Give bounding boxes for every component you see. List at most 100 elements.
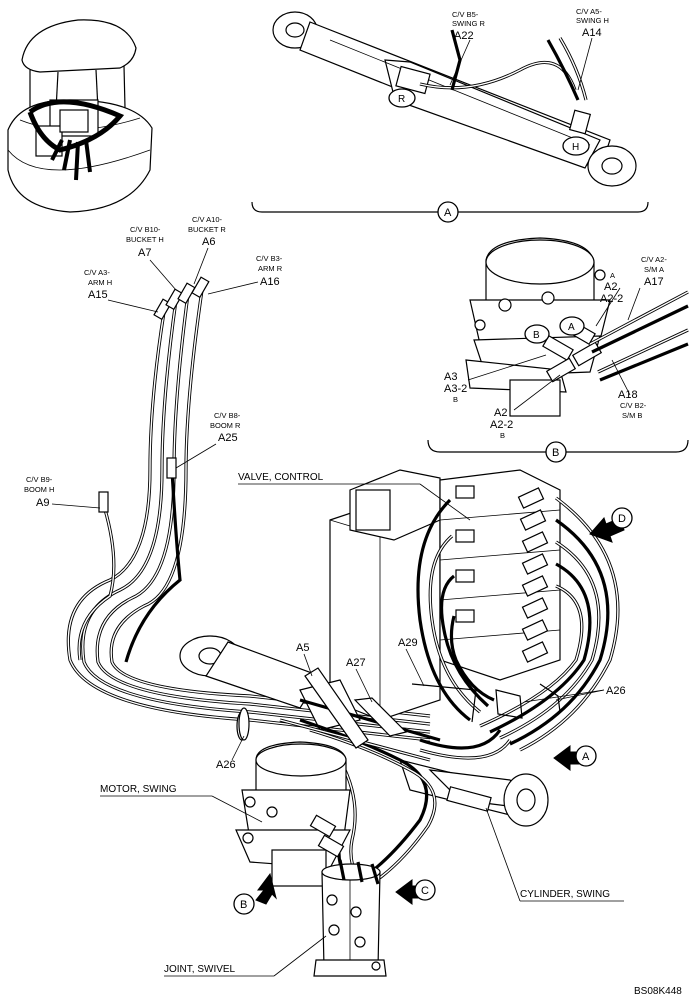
callout-a22-id: A22 — [454, 30, 474, 42]
port-b-marker — [524, 324, 550, 344]
view-c-label: C — [421, 885, 429, 897]
callout-a6: C/V A10- BUCKET R A6 — [188, 215, 226, 285]
callout-a7: C/V B10- BUCKET H A7 — [126, 225, 177, 291]
port-h-label: H — [572, 142, 579, 153]
valve-side-hoses — [416, 496, 620, 752]
view-d-marker — [611, 507, 633, 529]
callout-a16-line1: C/V B3- — [256, 254, 283, 263]
machine-overview — [7, 19, 153, 213]
callout-a15-line1: C/V A3- — [84, 268, 110, 277]
callout-a2-top-sub: A2-2 — [600, 293, 623, 305]
callout-a25-line1: C/V B8- — [214, 411, 241, 420]
callout-a25-id: A25 — [218, 432, 238, 444]
view-b-label: B — [552, 447, 559, 459]
port-r-label: R — [398, 94, 405, 105]
callout-a5: A5 — [296, 642, 313, 677]
callout-a9-line2: BOOM H — [24, 485, 54, 494]
callout-a22-line2: SWING R — [452, 19, 485, 28]
port-a-label: A — [568, 322, 575, 333]
port-b-label: B — [533, 330, 540, 341]
pipe-brackets — [304, 667, 561, 749]
port-r-marker — [388, 88, 416, 108]
valve-fittings — [455, 485, 549, 663]
callout-a6-id: A6 — [202, 236, 215, 248]
view-b-arrow: B — [233, 872, 277, 915]
callout-a22-line1: C/V B5- — [452, 10, 479, 19]
callout-a15-line2: ARM H — [88, 278, 112, 287]
swing-motor-main — [235, 741, 351, 887]
callout-a3: A3 A3-2 B — [444, 371, 467, 404]
callout-a18-line1: C/V B2- — [620, 401, 647, 410]
callout-a3-id: A3 — [444, 371, 457, 383]
motor-swing-text: MOTOR, SWING — [100, 784, 177, 795]
callout-a18-line2: S/M B — [622, 411, 642, 420]
view-b-bracket: B — [427, 439, 689, 463]
callout-a17-id: A17 — [644, 276, 664, 288]
cylinder-swing-text: CYLINDER, SWING — [520, 889, 610, 900]
callout-a25-line2: BOOM R — [210, 421, 241, 430]
callout-a17: C/V A2- S/M A A17 — [641, 255, 667, 288]
callout-a3-sub: A3-2 — [444, 383, 467, 395]
view-a-marker — [437, 201, 459, 223]
callout-a18-id: A18 — [618, 389, 638, 401]
callout-a14: C/V A5- SWING H A14 — [576, 7, 609, 39]
callout-a16-id: A16 — [260, 276, 280, 288]
callout-a2-top: A A2 A2-2 — [600, 271, 623, 305]
callout-a29-id: A29 — [398, 637, 418, 649]
callout-a2-bottom-port: B — [500, 431, 505, 440]
callout-a26-left-id: A26 — [216, 759, 236, 771]
callout-a7-line2: BUCKET H — [126, 235, 164, 244]
swing-motor-detail: B A — [465, 237, 689, 417]
label-motor-swing: MOTOR, SWING — [100, 784, 263, 823]
callout-a26-right: A26 — [523, 685, 626, 703]
callout-a6-line1: C/V A10- — [192, 215, 223, 224]
callout-a27: A27 — [346, 657, 373, 703]
callout-a15-id: A15 — [88, 289, 108, 301]
swivel-joint — [313, 859, 387, 977]
label-valve-control: VALVE, CONTROL — [238, 472, 471, 521]
callout-a16-line2: ARM R — [258, 264, 283, 273]
view-b-marker — [545, 441, 567, 463]
callout-a9-id: A9 — [36, 497, 49, 509]
view-c-arrow: C — [395, 879, 436, 905]
view-a-main-marker — [575, 745, 597, 767]
callout-a26-left: A26 — [216, 735, 245, 771]
callout-a27-id: A27 — [346, 657, 366, 669]
view-c-marker — [414, 879, 436, 901]
callout-a14-line2: SWING H — [576, 16, 609, 25]
callout-a9: C/V B9- BOOM H A9 — [24, 475, 101, 509]
callout-a14-id: A14 — [582, 27, 602, 39]
callout-a17-line1: C/V A2- — [641, 255, 667, 264]
control-valve-assembly — [329, 469, 561, 721]
view-a-label: A — [444, 207, 452, 219]
callout-a22: C/V B5- SWING R A22 — [452, 10, 485, 42]
view-a-main-label: A — [582, 751, 590, 763]
callout-a14-line1: C/V A5- — [576, 7, 602, 16]
view-a-bracket: A — [251, 201, 649, 223]
swing-cylinder-detail: R H — [272, 11, 637, 187]
callout-a2-bottom-sub: A2-2 — [490, 419, 513, 431]
callout-a6-line2: BUCKET R — [188, 225, 226, 234]
callout-a3-port: B — [453, 395, 458, 404]
callout-a2-bottom: A2 A2-2 B — [490, 407, 513, 440]
callout-a17-line2: S/M A — [644, 265, 664, 274]
view-a-arrow: A — [553, 745, 597, 771]
callout-a16: C/V B3- ARM R A16 — [207, 254, 283, 295]
callout-a2-bottom-id: A2 — [494, 407, 507, 419]
callout-a18: A18 C/V B2- S/M B — [618, 389, 647, 420]
callout-a26-right-id: A26 — [606, 685, 626, 697]
drawing-code: BS08K448 — [634, 986, 682, 997]
callout-a2-top-id: A2 — [604, 281, 617, 293]
callout-a5-id: A5 — [296, 642, 309, 654]
label-cylinder-swing: CYLINDER, SWING — [485, 807, 624, 902]
swing-cylinder-main — [399, 759, 549, 827]
joint-swivel-text: JOINT, SWIVEL — [164, 964, 236, 975]
callout-a2-top-port: A — [610, 271, 615, 280]
view-d-label: D — [618, 513, 626, 525]
label-joint-swivel: JOINT, SWIVEL — [164, 935, 327, 977]
callout-a25: C/V B8- BOOM R A25 — [175, 411, 241, 469]
callout-a15: C/V A3- ARM H A15 — [84, 268, 159, 313]
view-d-arrow: D — [589, 507, 633, 543]
view-b-main-marker — [233, 893, 255, 915]
view-b-main-label: B — [240, 899, 247, 911]
